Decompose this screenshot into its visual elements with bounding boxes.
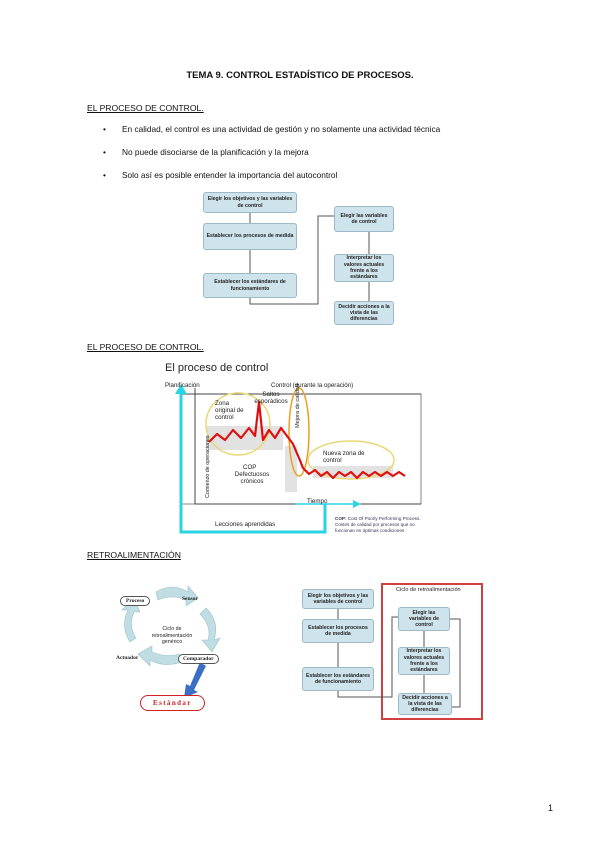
flow-box-interpretar: Interpretar los valores actuales frente … bbox=[334, 254, 394, 282]
generic-feedback-cycle: Ciclo de retroalimentación genérico Proc… bbox=[112, 578, 232, 716]
chart-label-saltos: Saltos esporádicos bbox=[254, 391, 288, 405]
control-process-flow-diagram: Elegir los objetivos y las variables de … bbox=[198, 186, 396, 332]
section-heading-control-2: EL PROCESO DE CONTROL. bbox=[87, 342, 204, 352]
chart-label-comienzo: Comienzo de operaciones bbox=[205, 435, 211, 498]
control-chart-graphics bbox=[175, 384, 422, 534]
chart-cop-note: COP: Cost Of Poorly Performing Process. … bbox=[335, 516, 425, 533]
feedback-box-decidir: Decidir acciones a la vista de las difer… bbox=[398, 693, 452, 715]
chart-label-control: Control (durante la operación) bbox=[271, 382, 354, 389]
feedback-flow-diagram: Ciclo de retroalimentación Elegir los ob… bbox=[298, 583, 488, 723]
page-number: 1 bbox=[548, 803, 554, 813]
section-heading-retroalimentacion: RETROALIMENTACIÓN bbox=[87, 550, 181, 560]
chart-label-lecciones: Lecciones aprendidas bbox=[215, 521, 276, 528]
flow-box-decidir: Decidir acciones a la vista de las difer… bbox=[334, 301, 394, 325]
cycle-center-label: Ciclo de retroalimentación genérico bbox=[151, 626, 193, 645]
cycle-node-comparador: Comparador bbox=[178, 654, 219, 664]
section-heading-control: EL PROCESO DE CONTROL. bbox=[87, 103, 204, 113]
feedback-frame-title: Ciclo de retroalimentación bbox=[396, 587, 461, 593]
chart-label-tiempo: Tiempo bbox=[307, 498, 328, 505]
feedback-box-elegir-objetivos: Elegir los objetivos y las variables de … bbox=[302, 589, 374, 609]
bullet-item: Solo así es posible entender la importan… bbox=[103, 169, 440, 192]
feedback-box-procesos-medida: Establecer los procesos de medida bbox=[302, 619, 374, 643]
chart-label-cop: COP bbox=[243, 464, 257, 471]
flow-connectors bbox=[249, 213, 370, 305]
flow-box-elegir-objetivos: Elegir los objetivos y las variables de … bbox=[203, 192, 297, 213]
document-title: TEMA 9. CONTROL ESTADÍSTICO DE PROCESOS. bbox=[186, 70, 414, 81]
flow-box-procesos-medida: Establecer los procesos de medida bbox=[203, 223, 297, 250]
bullet-item: En calidad, el control es una actividad … bbox=[103, 123, 440, 146]
feedback-box-estandares: Establecer los estándares de funcionamie… bbox=[302, 667, 374, 691]
cycle-node-actuador: Actuador bbox=[116, 655, 139, 661]
cycle-node-estandar: Estándar bbox=[140, 695, 205, 711]
chart-label-zona-original: Zona original de control bbox=[215, 400, 244, 421]
chart-label-planificacion: Planificación bbox=[165, 382, 200, 389]
bullet-list: En calidad, el control es una actividad … bbox=[103, 123, 440, 192]
chart-label-mejora: Mejora de calidad bbox=[295, 383, 301, 428]
chart-label-defectuosos: Defectuosos crónicos bbox=[234, 471, 270, 485]
chart-cop-note-bold: COP: bbox=[335, 516, 347, 521]
feedback-box-elegir-variables: Elegir las variables de control bbox=[398, 607, 450, 631]
chart-heading: El proceso de control bbox=[165, 362, 269, 374]
flow-box-elegir-variables: Elegir las variables de control bbox=[334, 206, 394, 232]
control-process-chart: El proceso de control Planificación Cont… bbox=[163, 358, 423, 544]
chart-label-nueva-zona: Nueva zona de control bbox=[323, 450, 365, 464]
feedback-box-interpretar: Interpretar los valores actuales frente … bbox=[398, 647, 450, 675]
flow-box-estandares: Establecer los estándares de funcionamie… bbox=[203, 273, 297, 298]
cycle-node-proceso: Proceso bbox=[120, 596, 151, 606]
cycle-node-sensor: Sensor bbox=[182, 596, 198, 602]
chart-cop-note-text: Cost Of Poorly Performing Process. Coste… bbox=[335, 516, 421, 533]
bullet-item: No puede disociarse de la planificación … bbox=[103, 146, 440, 169]
